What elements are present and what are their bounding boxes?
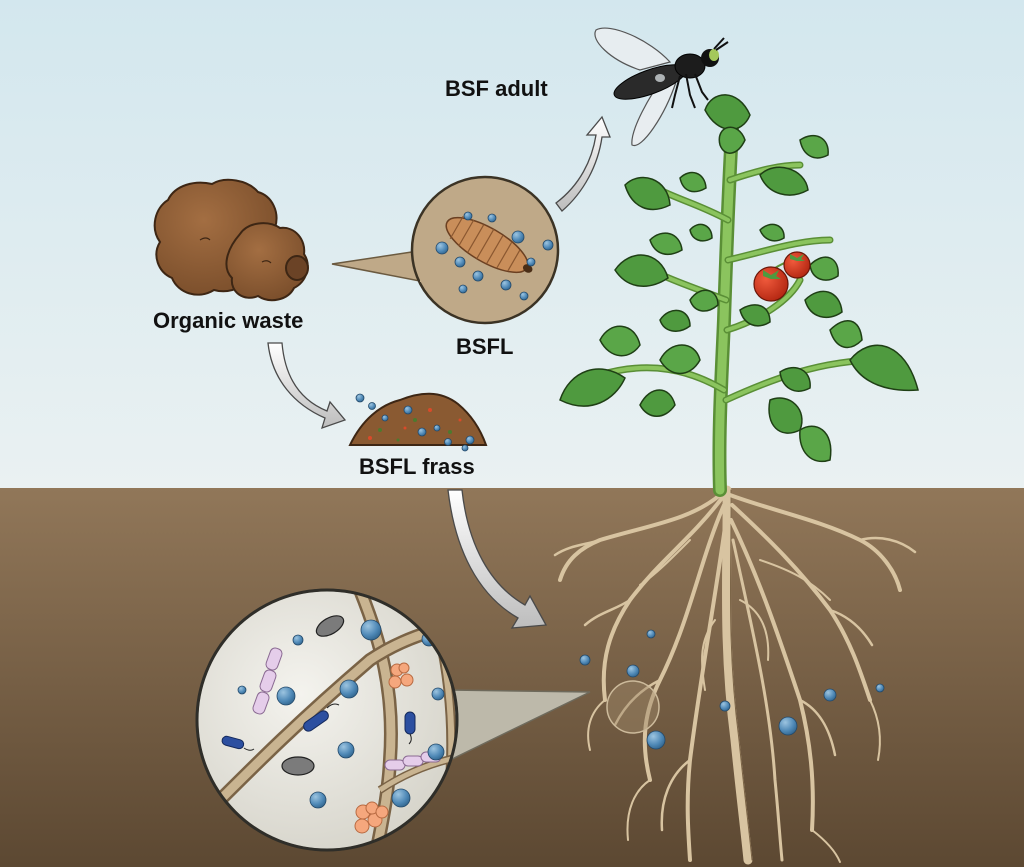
arrow-larva-to-adult bbox=[555, 115, 611, 212]
bsfl-larva-bubble bbox=[331, 175, 560, 325]
soil-nutrient-droplets bbox=[579, 629, 885, 750]
bsfl-frass-pile bbox=[348, 392, 488, 452]
tomato-fruits bbox=[753, 251, 811, 302]
bsfl-frass-label: BSFL frass bbox=[359, 454, 475, 479]
rhizosphere-focus-circle bbox=[606, 680, 660, 734]
bsf-adult-label: BSF adult bbox=[445, 76, 548, 101]
tomato-plant bbox=[559, 94, 919, 497]
organic-waste-illustration bbox=[153, 178, 309, 302]
rhizosphere-zoom-view bbox=[195, 588, 591, 852]
larva-icon bbox=[445, 215, 533, 274]
tomato-leaves bbox=[559, 94, 919, 463]
arrow-frass-to-soil bbox=[447, 489, 548, 629]
organic-waste-label: Organic waste bbox=[153, 308, 304, 333]
bsf-adult-fly-icon bbox=[594, 27, 729, 146]
soil-background bbox=[0, 488, 1024, 867]
plant-roots bbox=[553, 485, 917, 865]
bsfl-label: BSFL bbox=[456, 334, 514, 359]
arrow-waste-to-frass bbox=[267, 342, 347, 430]
